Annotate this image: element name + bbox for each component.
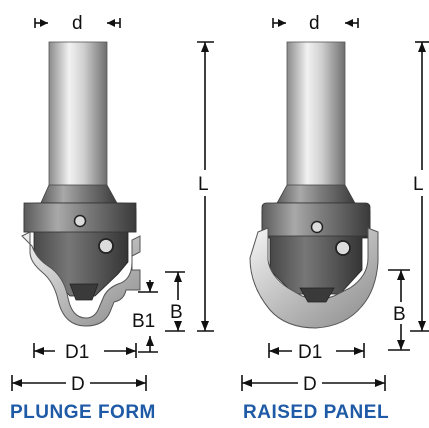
shank xyxy=(48,41,108,203)
dimension-d-left: d xyxy=(34,13,121,34)
label-L: L xyxy=(198,174,209,195)
pilot-tip xyxy=(299,287,335,303)
carbide-cutter xyxy=(21,231,141,327)
dimension-B-right: B xyxy=(388,269,410,351)
dimension-D1-right: D1 xyxy=(268,342,365,363)
hole xyxy=(335,240,351,256)
label-D1: D1 xyxy=(65,342,89,363)
label-D1: D1 xyxy=(298,342,322,363)
hole xyxy=(310,220,324,234)
dimension-L-left: L xyxy=(197,41,214,332)
dimension-B1-left: B1 xyxy=(132,280,158,353)
caption-plunge-form: PLUNGE FORM xyxy=(10,402,156,423)
carbide-cutter xyxy=(249,227,379,329)
label-d: d xyxy=(309,13,320,34)
dimension-L-right: L xyxy=(410,41,429,332)
label-L: L xyxy=(413,174,424,195)
raised-panel-bit xyxy=(249,41,379,329)
shank xyxy=(286,41,346,203)
dimension-B-left: B xyxy=(165,271,185,332)
pilot-tip xyxy=(69,283,99,301)
hole xyxy=(73,214,87,228)
label-D: D xyxy=(71,374,85,395)
label-D: D xyxy=(303,374,317,395)
neck xyxy=(275,184,357,206)
label-d: d xyxy=(72,13,83,34)
label-B: B xyxy=(393,304,406,325)
neck xyxy=(39,184,119,206)
body-band xyxy=(261,202,371,237)
dimension-d-right: d xyxy=(272,13,359,34)
dimension-D-right: D xyxy=(241,374,386,395)
dimension-D1-left: D1 xyxy=(33,342,137,363)
caption-raised-panel: RAISED PANEL xyxy=(243,402,390,423)
dimension-D-left: D xyxy=(11,374,147,395)
label-B1: B1 xyxy=(132,311,155,332)
label-B: B xyxy=(170,302,183,323)
plunge-form-bit xyxy=(21,41,141,327)
hole xyxy=(98,238,114,254)
